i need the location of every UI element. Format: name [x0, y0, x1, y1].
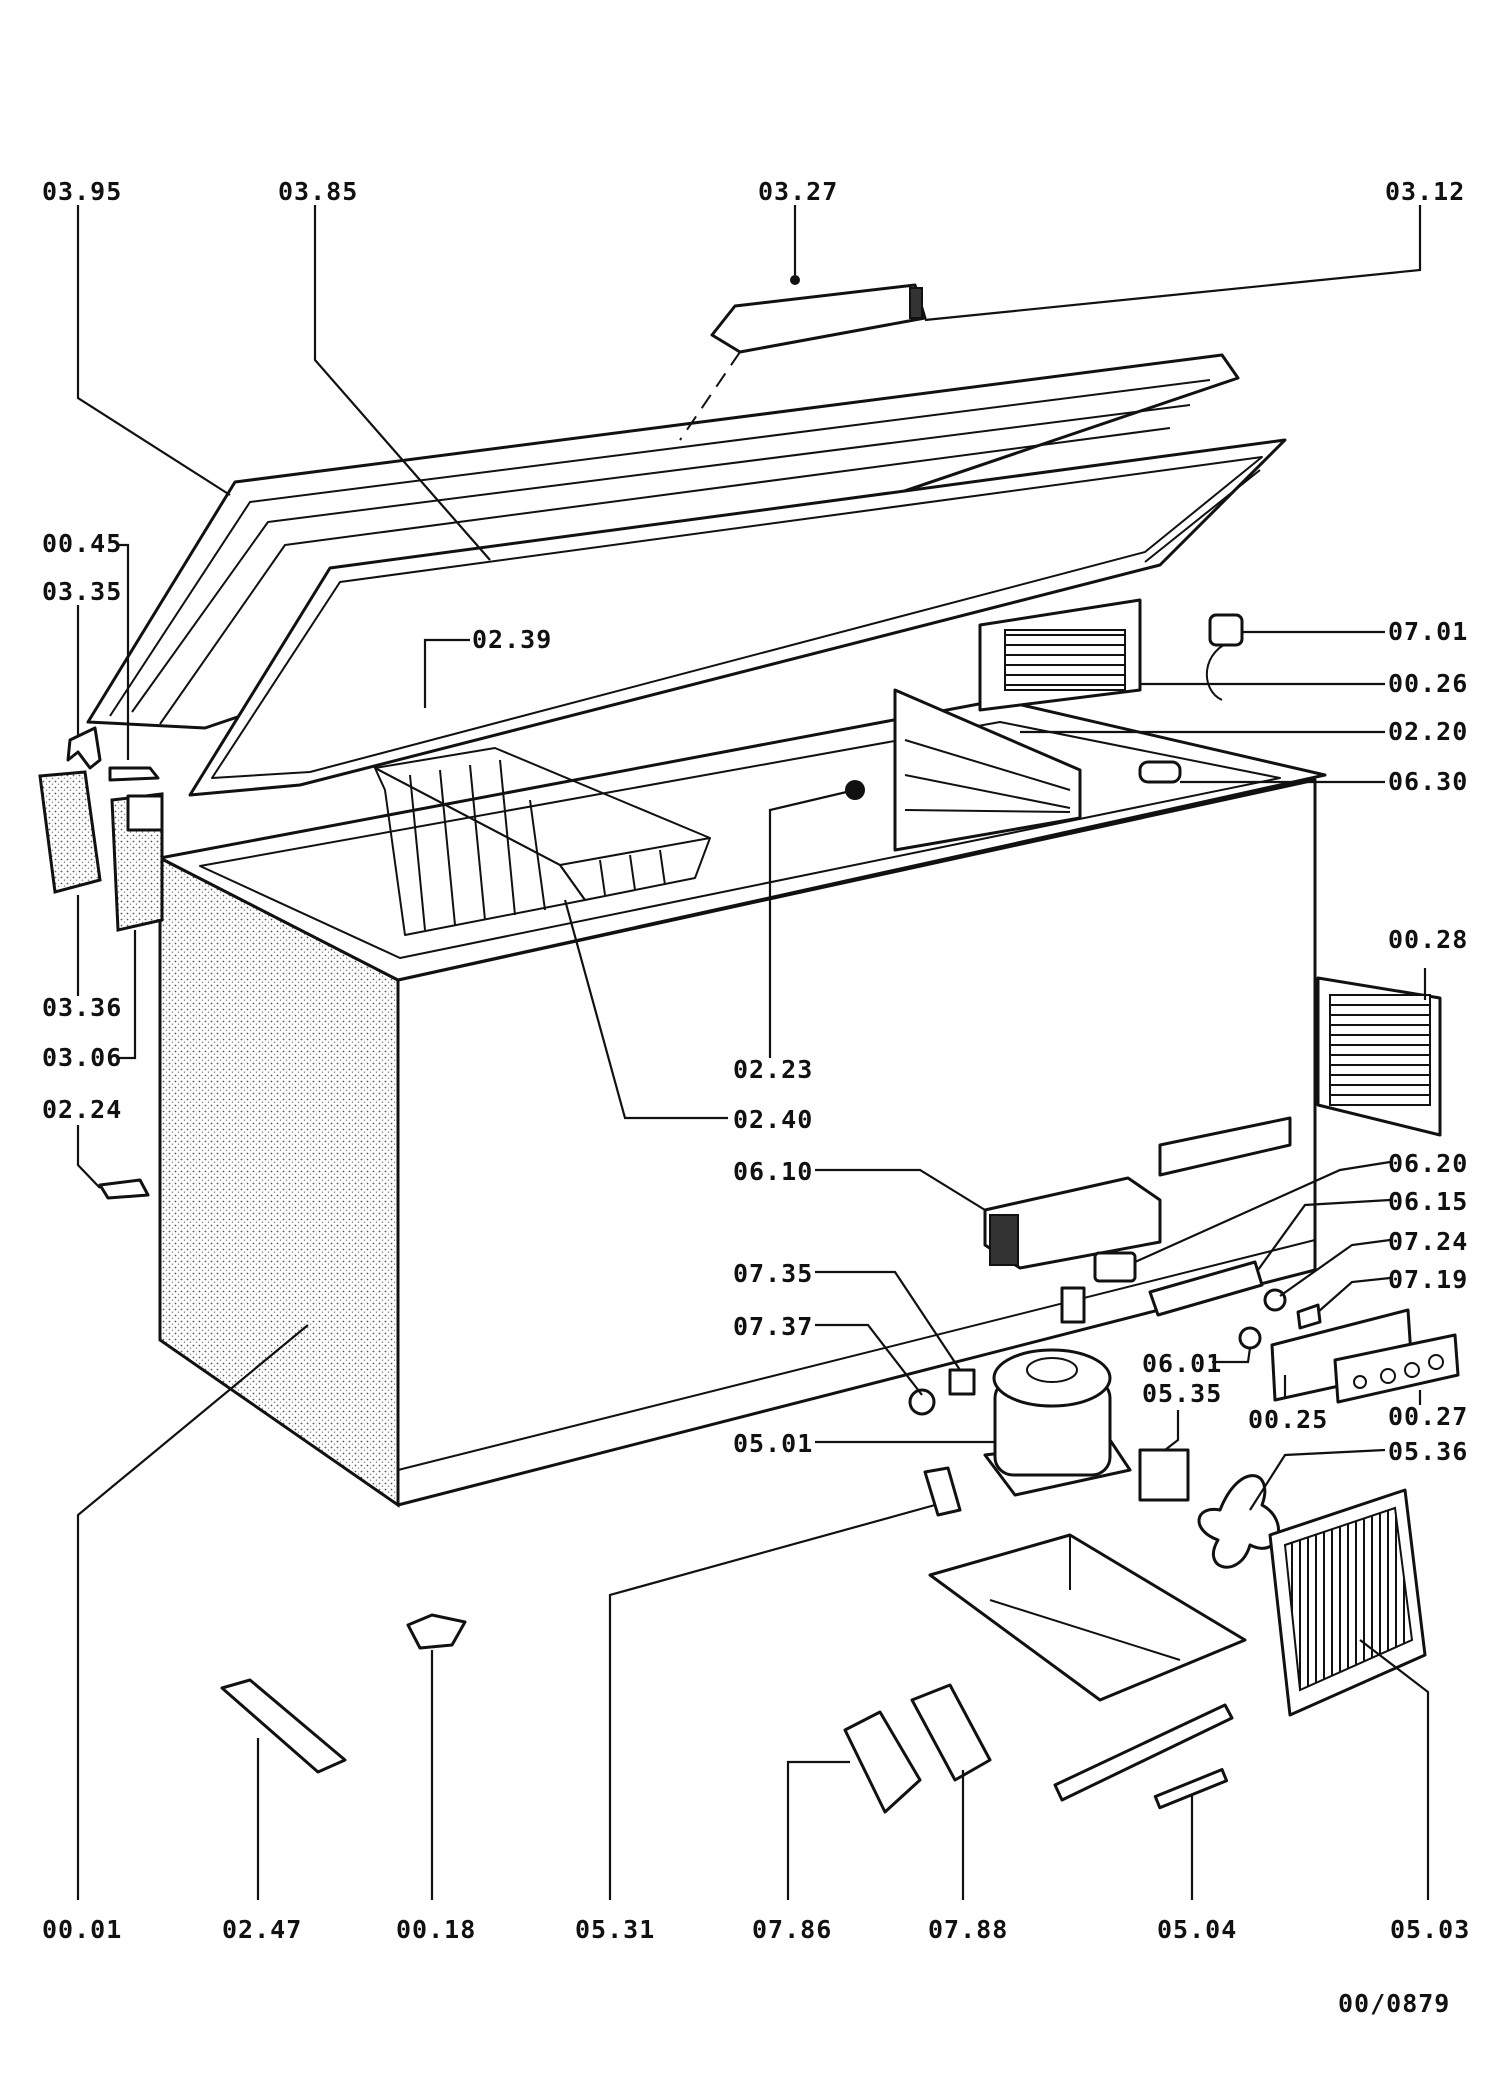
- hinge-parts: [38, 726, 164, 1200]
- hinge-latch-0224: [98, 1178, 150, 1200]
- label-0018: 00.18: [396, 1915, 476, 1944]
- thermostat-housing-end: [989, 1214, 1019, 1266]
- inner-partition: [845, 598, 1182, 852]
- support-rail-0504: [1153, 1768, 1229, 1810]
- label-0027: 00.27: [1388, 1402, 1468, 1431]
- rear-grille-slats: [1329, 994, 1431, 1106]
- label-0504: 05.04: [1157, 1915, 1237, 1944]
- lid: [86, 353, 1287, 797]
- leader-lines: [76, 205, 1430, 1900]
- label-0001: 00.01: [42, 1915, 122, 1944]
- relay-box-0788: [910, 1683, 992, 1782]
- label-0786: 07.86: [752, 1915, 832, 1944]
- label-0620: 06.20: [1388, 1149, 1468, 1178]
- lid-handle: [679, 275, 927, 441]
- label-0735: 07.35: [733, 1259, 813, 1288]
- label-0239: 02.39: [472, 625, 552, 654]
- label-0335: 03.35: [42, 577, 122, 606]
- hinge-clip-0335: [66, 726, 102, 770]
- cabinet-inner-opening: [199, 721, 1281, 959]
- handle-screw-0327: [790, 275, 800, 285]
- lid-rim-line-3: [159, 427, 1171, 725]
- label-0224: 02.24: [42, 1095, 122, 1124]
- hinge-plate: [126, 794, 164, 832]
- fan-blade-0536: [1197, 1474, 1280, 1569]
- hinge-cover-0336: [38, 770, 102, 894]
- label-0724: 07.24: [1388, 1227, 1468, 1256]
- label-0615: 06.15: [1388, 1187, 1468, 1216]
- lid-rim-line-1: [109, 379, 1211, 717]
- label-0788: 07.88: [928, 1915, 1008, 1944]
- label-0223: 02.23: [733, 1055, 813, 1084]
- cover-strip-back: [1158, 1116, 1292, 1177]
- evaporator-grille-bars: [1004, 629, 1126, 691]
- power-cord-wire: [1205, 639, 1236, 701]
- label-0601: 06.01: [1142, 1349, 1222, 1378]
- label-0737: 07.37: [733, 1312, 813, 1341]
- basket-front: [559, 837, 711, 901]
- cabinet-base-edge: [397, 1239, 1316, 1471]
- compressor-top: [992, 1348, 1112, 1408]
- label-0501: 05.01: [733, 1429, 813, 1458]
- label-0701: 07.01: [1388, 617, 1468, 646]
- spring-mount: [1060, 1286, 1086, 1324]
- label-0045: 00.45: [42, 529, 122, 558]
- electrical-parts: [908, 1116, 1460, 1416]
- label-0385: 03.85: [278, 177, 358, 206]
- overload-0737: [908, 1388, 936, 1416]
- lid-rim-line-2: [131, 404, 1191, 713]
- hinge-pin-0045: [108, 766, 160, 782]
- capacitor-0786: [843, 1710, 922, 1814]
- label-0025: 00.25: [1248, 1405, 1328, 1434]
- power-plug-0701: [1208, 613, 1244, 647]
- label-0536: 05.36: [1388, 1437, 1468, 1466]
- drawing-number: 00/0879: [1338, 1989, 1450, 2018]
- lid-seal-edge: [1144, 469, 1261, 563]
- label-0026: 00.26: [1388, 669, 1468, 698]
- label-0336: 03.36: [42, 993, 122, 1022]
- condenser-fan-motor-0535: [1138, 1448, 1190, 1502]
- handle-end-cap: [909, 287, 923, 319]
- condenser-fins: [1283, 1506, 1414, 1692]
- long-rail: [1053, 1703, 1234, 1802]
- label-0610: 06.10: [733, 1157, 813, 1186]
- compressor-group: [220, 1348, 1427, 1814]
- label-0028: 00.28: [1388, 925, 1468, 954]
- lamp-0719: [1296, 1303, 1322, 1330]
- label-0247: 02.47: [222, 1915, 302, 1944]
- thermostat-knob-0620: [1093, 1251, 1137, 1283]
- lamp-holder-0724: [1263, 1288, 1287, 1312]
- label-0327: 03.27: [758, 177, 838, 206]
- handle-bar-0312: [710, 283, 927, 354]
- bracket-0615: [1148, 1260, 1264, 1317]
- wire-basket: [374, 747, 711, 936]
- power-cord: [1205, 613, 1244, 701]
- label-0531: 05.31: [575, 1915, 655, 1944]
- compressor-bed-plate: [928, 1533, 1247, 1702]
- label-0306: 03.06: [42, 1043, 122, 1072]
- foot-0018: [406, 1613, 467, 1650]
- rear-grille: [1316, 976, 1442, 1137]
- lid-seal-inner: [211, 456, 1263, 779]
- label-0630: 06.30: [1388, 767, 1468, 796]
- base-foot-0247: [220, 1678, 347, 1774]
- thermostat-housing-0610: [983, 1176, 1162, 1270]
- part-labels: 03.95 03.85 03.27 03.12 00.45 03.35 02.3…: [42, 177, 1470, 2018]
- label-0312: 03.12: [1385, 177, 1465, 206]
- label-0240: 02.40: [733, 1105, 813, 1134]
- relay-0735: [948, 1368, 976, 1396]
- lid-seal-frame-0385: [188, 438, 1287, 797]
- mounting-plate-0531: [923, 1466, 962, 1517]
- label-0535: 05.35: [1142, 1379, 1222, 1408]
- label-0503: 05.03: [1390, 1915, 1470, 1944]
- switch-0601: [1238, 1326, 1262, 1350]
- drain-plug-0630: [1138, 760, 1182, 784]
- handle-axis-dash: [679, 351, 741, 441]
- label-0395: 03.95: [42, 177, 122, 206]
- label-0719: 07.19: [1388, 1265, 1468, 1294]
- basket-wires: [409, 759, 666, 931]
- label-0220: 02.20: [1388, 717, 1468, 746]
